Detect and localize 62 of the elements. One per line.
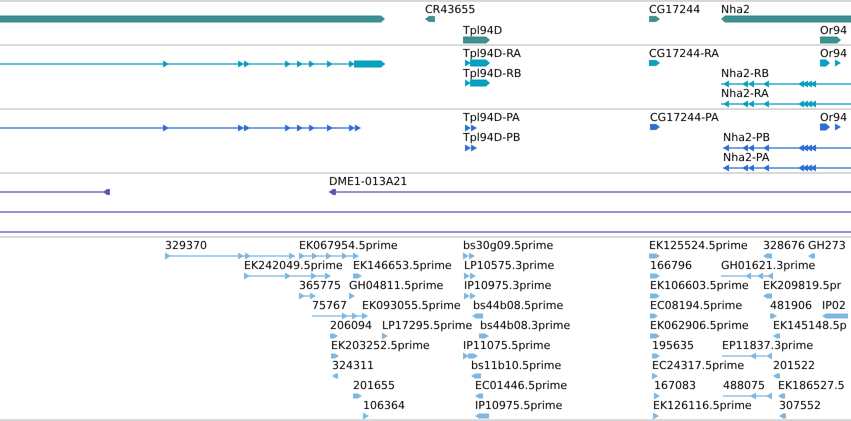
feature-label: EK106603.5prime [650,279,749,292]
feature-label: EK093055.5prime [362,299,461,312]
feature-label: Tpl94D-RA [463,47,521,60]
feature-label: 329370 [165,239,207,252]
feature-label: 206094 [330,319,372,332]
feature-label: Or94 [820,111,848,124]
feature-label: Nha2-RA [721,87,769,100]
feature-label: EK145148.5p [773,319,847,332]
feature-label: EP11837.3prime [722,339,814,352]
feature-label: Or94 [820,24,848,37]
feature-label: IP10975.3prime [464,279,552,292]
feature-label: 201655 [353,379,395,392]
feature-label: Tpl94D-PB [463,131,520,144]
feature-label: LP10575.3prime [464,259,554,272]
feature-label: Nha2-RB [721,67,770,80]
feature-label: 481906 [770,299,812,312]
feature-label: EK146653.5prime [353,259,452,272]
feature-label: LP17295.5prime [382,319,472,332]
feature-label: EC08194.5prime [650,299,742,312]
feature-label: IP11075.5prime [463,339,550,352]
feature-label: EK126116.5prime [653,399,752,412]
feature-label: Tpl94D-PA [463,111,520,124]
feature-label: bs44b08.3prime [480,319,570,332]
feature-label: GH273 [808,239,846,252]
feature-label: Nha2 [721,3,750,16]
feature-label: DME1-013A21 [329,175,408,188]
feature-label: IP10975.5prime [475,399,562,412]
feature-label: Nha2-PA [723,151,770,164]
feature-label: Nha2-PB [723,131,770,144]
feature-label: EK067954.5prime [299,239,398,252]
feature-label: EK062906.5prime [650,319,749,332]
feature-label: Tpl94D [463,24,502,37]
feature-label: EK203252.5prime [331,339,430,352]
feature-label: EK242049.5prime [244,259,343,272]
feature-label: 106364 [363,399,405,412]
feature-label: 488075 [723,379,765,392]
feature-label: CG17244-PA [650,111,719,124]
feature-label: 75767 [312,299,347,312]
feature-label: GH01621.3prime [721,259,816,272]
feature-label: EK209819.5pr [763,279,842,292]
feature-label: 166796 [650,259,692,272]
feature-label: 201522 [773,359,815,372]
feature-label: EC01446.5prime [475,379,568,392]
feature-label: bs11b10.5prime [471,359,562,372]
feature-label: 324311 [332,359,374,372]
feature-label: Tpl94D-RB [463,67,522,80]
feature-label: CG17244-RA [649,47,719,60]
feature-label: 365775 [299,279,341,292]
feature-label: 195635 [652,339,694,352]
feature-label: IP02 [822,299,846,312]
feature-label: 307552 [779,399,821,412]
feature-label: EK186527.5 [778,379,845,392]
feature-label: Or94 [820,47,848,60]
feature-label: CR43655 [425,3,476,16]
feature-label: bs44b08.5prime [473,299,564,312]
feature-label: CG17244 [649,3,700,16]
feature-label: GH04811.5prime [349,279,444,292]
feature-label: EC24317.5prime [652,359,744,372]
feature-label: bs30g09.5prime [463,239,554,252]
feature-label: 328676 [763,239,805,252]
feature-label: EK125524.5prime [649,239,748,252]
feature-label: 167083 [654,379,696,392]
